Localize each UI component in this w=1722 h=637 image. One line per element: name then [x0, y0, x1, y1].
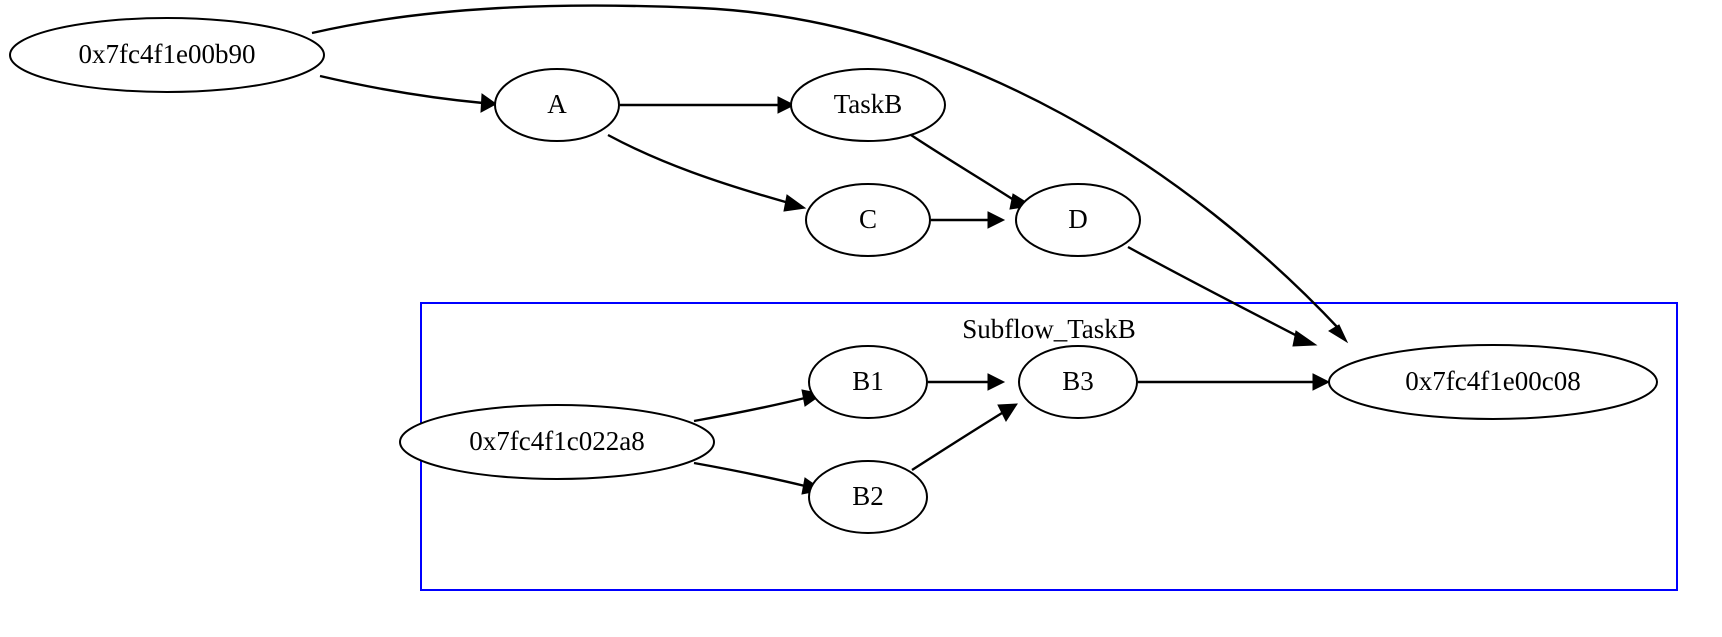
edge-line — [1127, 245, 1304, 341]
node-subflow-start[interactable]: 0x7fc4f1c022a8 — [399, 404, 715, 480]
arrowhead-icon — [987, 373, 1006, 391]
node-label: 0x7fc4f1c022a8 — [469, 426, 644, 456]
node-label: 0x7fc4f1e00c08 — [1405, 366, 1580, 396]
node-label: D — [1068, 204, 1088, 234]
node-label: TaskB — [834, 89, 903, 119]
node-label: B3 — [1062, 366, 1094, 396]
node-shape — [1328, 344, 1658, 420]
edge-line — [693, 396, 806, 423]
arrowhead-icon — [777, 96, 796, 114]
edge-start-to-a[interactable] — [319, 74, 497, 113]
node-shape — [494, 68, 620, 142]
node-b3[interactable]: B3 — [1018, 345, 1138, 419]
edge-a-to-c[interactable] — [607, 133, 807, 212]
edge-start-to-end[interactable] — [311, 4, 1349, 344]
node-b2[interactable]: B2 — [808, 460, 928, 534]
node-start[interactable]: 0x7fc4f1e00b90 — [9, 17, 325, 93]
edge-a-to-taskb[interactable] — [620, 96, 796, 114]
node-shape — [9, 17, 325, 93]
edge-line — [910, 134, 1018, 204]
arrowhead-icon — [480, 93, 497, 113]
node-label: C — [859, 204, 877, 234]
edge-b1-to-b3[interactable] — [928, 373, 1006, 391]
edge-line — [319, 74, 484, 105]
edge-line — [607, 133, 790, 205]
arrowhead-icon — [987, 211, 1006, 229]
edge-c-to-d[interactable] — [931, 211, 1006, 229]
node-label: B2 — [852, 481, 884, 511]
arrowhead-icon — [1292, 330, 1318, 347]
edge-d-to-end[interactable] — [1127, 245, 1318, 347]
node-d[interactable]: D — [1015, 183, 1141, 257]
edge-subflowstart-to-b1[interactable] — [693, 389, 824, 423]
edge-line — [911, 411, 1003, 472]
cluster-label: Subflow_TaskB — [962, 314, 1136, 344]
edge-line — [311, 4, 1341, 331]
edge-b2-to-b3[interactable] — [911, 403, 1018, 472]
edge-b3-to-end[interactable] — [1138, 373, 1331, 391]
node-shape — [808, 345, 928, 419]
arrowhead-icon — [997, 403, 1018, 423]
node-shape — [805, 183, 931, 257]
edge-taskb-to-d[interactable] — [910, 134, 1034, 210]
node-label: B1 — [852, 366, 884, 396]
node-label: 0x7fc4f1e00b90 — [79, 39, 256, 69]
arrowhead-icon — [1328, 324, 1349, 344]
edge-subflowstart-to-b2[interactable] — [693, 461, 824, 495]
node-shape — [790, 68, 946, 142]
node-shape — [1018, 345, 1138, 419]
node-b1[interactable]: B1 — [808, 345, 928, 419]
node-taskb[interactable]: TaskB — [790, 68, 946, 142]
node-a[interactable]: A — [494, 68, 620, 142]
cluster-subflow-taskb[interactable]: Subflow_TaskB — [420, 302, 1678, 591]
node-end[interactable]: 0x7fc4f1e00c08 — [1328, 344, 1658, 420]
arrowhead-icon — [1312, 373, 1331, 391]
node-label: A — [547, 89, 567, 119]
node-shape — [808, 460, 928, 534]
node-shape — [399, 404, 715, 480]
edge-line — [693, 461, 806, 488]
node-c[interactable]: C — [805, 183, 931, 257]
node-shape — [1015, 183, 1141, 257]
arrowhead-icon — [783, 194, 807, 212]
